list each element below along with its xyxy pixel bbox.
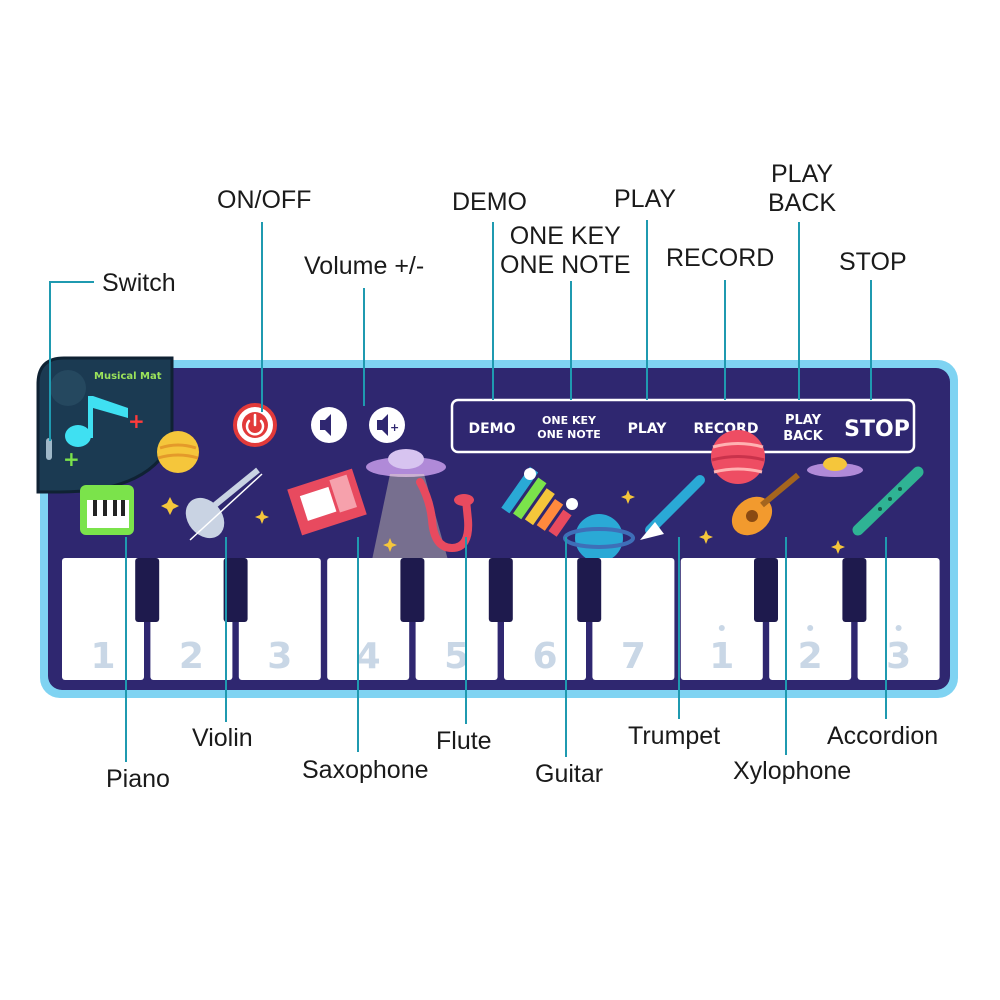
piano-key-number: 6 [532,636,557,677]
switch-label: Switch [102,269,176,297]
high-octave-dot [807,625,814,631]
one-key-label-line2: ONE NOTE [500,251,631,279]
volume-label: Volume +/- [304,252,425,280]
piano-key-number: 7 [621,636,646,677]
black-key-1[interactable] [135,558,160,622]
playback-leader [798,222,800,400]
planet-yellow-icon [157,431,199,473]
guitar-label: Guitar [535,760,604,788]
record-label: RECORD [666,244,775,272]
violin-icon [185,467,263,541]
one-key-label: ONE KEY ONE NOTE [500,222,631,280]
piano-key-number: 2 [179,636,204,677]
one-key-leader [570,281,572,400]
accordion-label: Accordion [827,722,939,750]
stop-label: STOP [839,248,907,276]
record-leader [724,280,726,400]
play-leader [646,220,648,400]
planet-red-icon [711,430,765,484]
playback-label-line2: BACK [768,189,837,217]
music-note-icon[interactable] [65,396,128,447]
flute-leader [465,537,467,724]
volume-up-button[interactable]: + [369,407,405,443]
playback-label-line1: PLAY [771,160,834,188]
one-key-label-line1: ONE KEY [509,222,621,250]
svg-text:+: + [390,421,399,434]
demo-leader [492,222,494,400]
guitar-icon [731,472,800,536]
volume-down-button[interactable] [311,407,347,443]
star-decorations [161,490,845,554]
piano-icon [80,485,134,535]
switch-leader-v [49,281,51,441]
trumpet-icon [640,475,705,540]
piano-key-2[interactable] [150,558,233,680]
xylophone-icon [501,466,578,537]
saxophone-leader [357,537,359,752]
switch-slider[interactable] [46,438,52,460]
volume-plus-icon[interactable]: + [128,409,145,433]
play-button[interactable]: PLAY [628,421,668,437]
piano-key-number: 3 [886,636,911,677]
black-key-2[interactable] [223,558,248,622]
piano-key-number: 2 [798,636,823,677]
xylophone-leader [785,537,787,755]
piano-key-number: 1 [709,636,734,677]
on-off-leader [261,222,263,412]
piano-key-8[interactable] [680,558,763,680]
piano-key-7[interactable] [592,558,675,680]
switch-leader-h [50,281,94,283]
accordion-leader [885,537,887,719]
stop-button[interactable]: STOP [844,417,910,442]
function-panel [450,398,916,454]
violin-leader [225,537,227,722]
on-off-label: ON/OFF [217,186,312,214]
piano-key-number: 5 [444,636,469,677]
guitar-leader [565,537,567,757]
flute-icon [852,466,924,536]
volume-leader [363,288,365,406]
brand-logo: Musical Mat [94,371,162,382]
flute-label: Flute [436,727,492,755]
demo-button[interactable]: DEMO [468,421,515,437]
piano-leader [125,537,127,762]
piano-key-number: 3 [267,636,292,677]
high-octave-dot [895,625,902,631]
black-key-4[interactable] [488,558,513,622]
play-label: PLAY [614,185,677,213]
piano-key-3[interactable] [238,558,321,680]
black-key-5[interactable] [577,558,602,622]
black-key-3[interactable] [400,558,425,622]
saxophone-label: Saxophone [302,756,429,784]
black-key-7[interactable] [842,558,867,622]
xylophone-label: Xylophone [733,757,852,785]
trumpet-leader [678,537,680,719]
piano-label: Piano [106,765,170,793]
piano-key-10[interactable] [857,558,940,680]
stop-leader [870,280,872,400]
piano-key-5[interactable] [415,558,498,680]
accordion-icon [287,468,367,536]
playback-label: PLAY BACK [768,160,836,218]
ufo-small-icon [807,457,863,477]
black-key-6[interactable] [754,558,778,622]
piano-key-number: 4 [356,636,381,677]
demo-label: DEMO [452,188,527,216]
piano-key-1[interactable] [62,558,144,680]
piano-key-number: 1 [90,636,115,677]
piano-key-4[interactable] [327,558,410,680]
minus-icon[interactable]: + [63,447,80,471]
violin-label: Violin [192,724,253,752]
ufo-icon [366,449,448,560]
high-octave-dot [718,625,725,631]
trumpet-label: Trumpet [628,722,721,750]
power-button[interactable] [233,403,277,447]
piano-key-9[interactable] [769,558,852,680]
